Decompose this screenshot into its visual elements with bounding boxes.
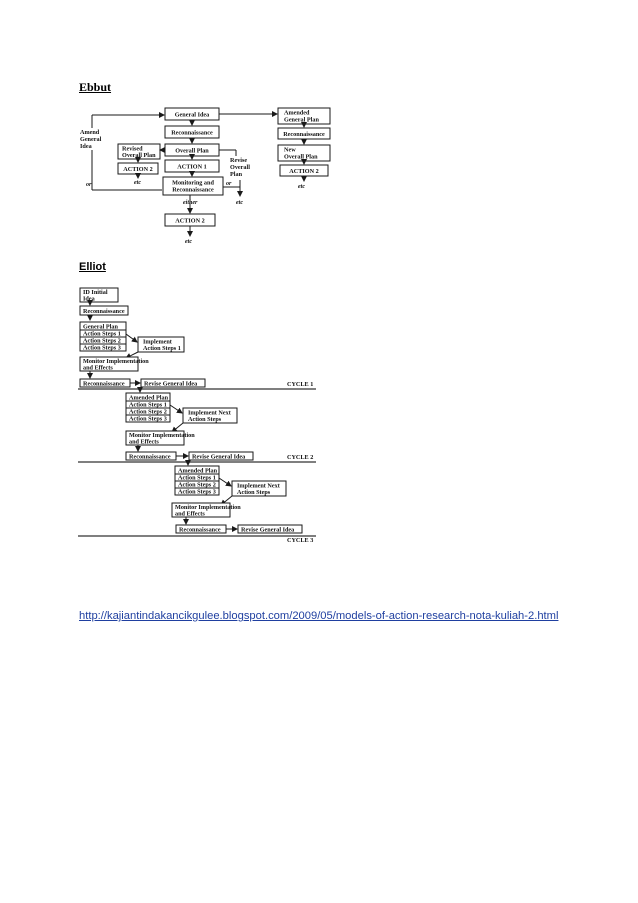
ebbut-new-text-1: New (284, 147, 296, 154)
elliot-diagram: ID Initial Idea Reconnaissance General P… (78, 287, 316, 544)
elliot-c2-revise-box (188, 451, 254, 461)
elliot-heading: Elliot (79, 261, 106, 273)
elliot-c2-step-1: Action Steps 1 (129, 402, 167, 409)
ebbut-new-text-2: Overall Plan (284, 154, 318, 161)
source-link[interactable]: http://kajiantindakancikgulee.blogspot.c… (79, 610, 559, 622)
elliot-c2-implement-text-2: Action Steps (188, 416, 222, 423)
elliot-id-box (79, 287, 119, 303)
ebbut-reconnaissance-text: Reconnaissance (171, 130, 213, 137)
ebbut-revised-text-2: Overall Plan (122, 152, 156, 159)
elliot-c1-implement-box (137, 336, 185, 353)
elliot-c1-implement-text-1: Implement (143, 339, 173, 346)
ebbut-revise-text-1: Revise (230, 157, 247, 164)
elliot-c1-monitor-box (79, 356, 139, 372)
ebbut-revise-text-3: Plan (230, 171, 243, 178)
elliot-c2-revise-text: Revise General Idea (192, 454, 245, 461)
ebbut-action2-bottom-text: ACTION 2 (175, 218, 204, 225)
elliot-c3-revise-box (237, 524, 303, 534)
elliot-cycle1-label: CYCLE 1 (287, 381, 313, 388)
elliot-c2-step-3: Action Steps 3 (129, 416, 167, 423)
elliot-id-text-1: ID Initial (83, 289, 108, 296)
elliot-c1-step-3: Action Steps 3 (83, 345, 121, 352)
elliot-cycle3-label: CYCLE 3 (287, 537, 313, 544)
elliot-id-text-2: Idea (83, 296, 95, 303)
elliot-recon-text: Reconnaissance (83, 308, 125, 315)
ebbut-general-idea-text: General Idea (175, 112, 210, 119)
elliot-c3-implement-box (231, 480, 287, 497)
elliot-c3-monitor-text-2: and Effects (175, 511, 205, 518)
ebbut-monitoring-text-1: Monitoring and (172, 180, 214, 187)
ebbut-etc-left-text: etc (134, 180, 141, 186)
elliot-c3-step-3: Action Steps 3 (178, 489, 216, 496)
ebbut-revised-text-1: Revised (122, 146, 143, 153)
elliot-c2-monitor-box (125, 430, 185, 446)
elliot-c2-monitor-text-1: Monitor Implementation (129, 432, 195, 439)
elliot-c1-step-2: Action Steps 2 (83, 338, 121, 345)
ebbut-etc-mid-text: etc (236, 200, 243, 206)
ebbut-or-mid-text: or (226, 181, 232, 187)
ebbut-amended-text-2: General Plan (284, 117, 319, 124)
elliot-c1-monitor-text-2: and Effects (83, 365, 113, 372)
elliot-c3-steps-box (174, 473, 220, 496)
elliot-general-plan-text: General Plan (83, 324, 118, 331)
elliot-c2-recon-text: Reconnaissance (129, 454, 171, 461)
elliot-c1-implement-text-2: Action Steps 1 (143, 345, 181, 352)
elliot-cycle2-label: CYCLE 2 (287, 454, 313, 461)
elliot-c2-implement-box (182, 407, 238, 424)
elliot-c3-revise-text: Revise General Idea (241, 527, 294, 534)
ebbut-action1-text: ACTION 1 (177, 164, 206, 171)
elliot-c1-revise-box (140, 378, 206, 388)
elliot-c1-steps-box (79, 329, 127, 352)
elliot-c2-monitor-text-2: and Effects (129, 439, 159, 446)
ebbut-etc-bottom-text: etc (185, 239, 192, 245)
ebbut-monitoring-box (162, 176, 224, 196)
ebbut-action2-right-text: ACTION 2 (289, 168, 318, 175)
elliot-c2-steps-box (125, 400, 171, 423)
elliot-c3-step-2: Action Steps 2 (178, 482, 216, 489)
elliot-c1-revise-text: Revise General Idea (144, 381, 197, 388)
ebbut-amend-text-3: Idea (80, 143, 92, 150)
ebbut-recon-right-text: Reconnaissance (283, 131, 325, 138)
elliot-c3-implement-text-1: Implement Next (237, 483, 281, 490)
elliot-c3-amended-text: Amended Plan (178, 468, 218, 475)
elliot-c1-step-1: Action Steps 1 (83, 331, 121, 338)
elliot-c3-step-1: Action Steps 1 (178, 475, 216, 482)
ebbut-overall-plan-text: Overall Plan (175, 148, 209, 155)
ebbut-or-left-text: or (86, 182, 92, 188)
ebbut-diagram: General Idea Reconnaissance Overall Plan… (80, 107, 331, 245)
ebbut-amend-text-1: Amend (80, 129, 100, 136)
ebbut-monitoring-text-2: Reconnaissance (172, 187, 214, 194)
elliot-c3-implement-text-2: Action Steps (237, 489, 271, 496)
elliot-c3-monitor-box (171, 502, 231, 518)
elliot-c2-amended-text: Amended Plan (129, 395, 169, 402)
elliot-c2-implement-text-1: Implement Next (188, 410, 232, 417)
ebbut-amend-text-2: General (80, 136, 102, 143)
ebbut-amended-text-1: Amended (284, 110, 310, 117)
ebbut-heading: Ebbut (79, 80, 112, 94)
elliot-c3-recon-text: Reconnaissance (179, 527, 221, 534)
ebbut-etc-right-text: etc (298, 184, 305, 190)
elliot-recon-box (79, 305, 129, 316)
ebbut-revise-text-2: Overall (230, 164, 250, 171)
elliot-c1-monitor-text-1: Monitor Implementation (83, 358, 149, 365)
ebbut-action2-left-text: ACTION 2 (123, 166, 152, 173)
elliot-c3-monitor-text-1: Monitor Implementation (175, 504, 241, 511)
elliot-c1-recon-text: Reconnaissance (83, 381, 125, 388)
elliot-c2-step-2: Action Steps 2 (129, 409, 167, 416)
